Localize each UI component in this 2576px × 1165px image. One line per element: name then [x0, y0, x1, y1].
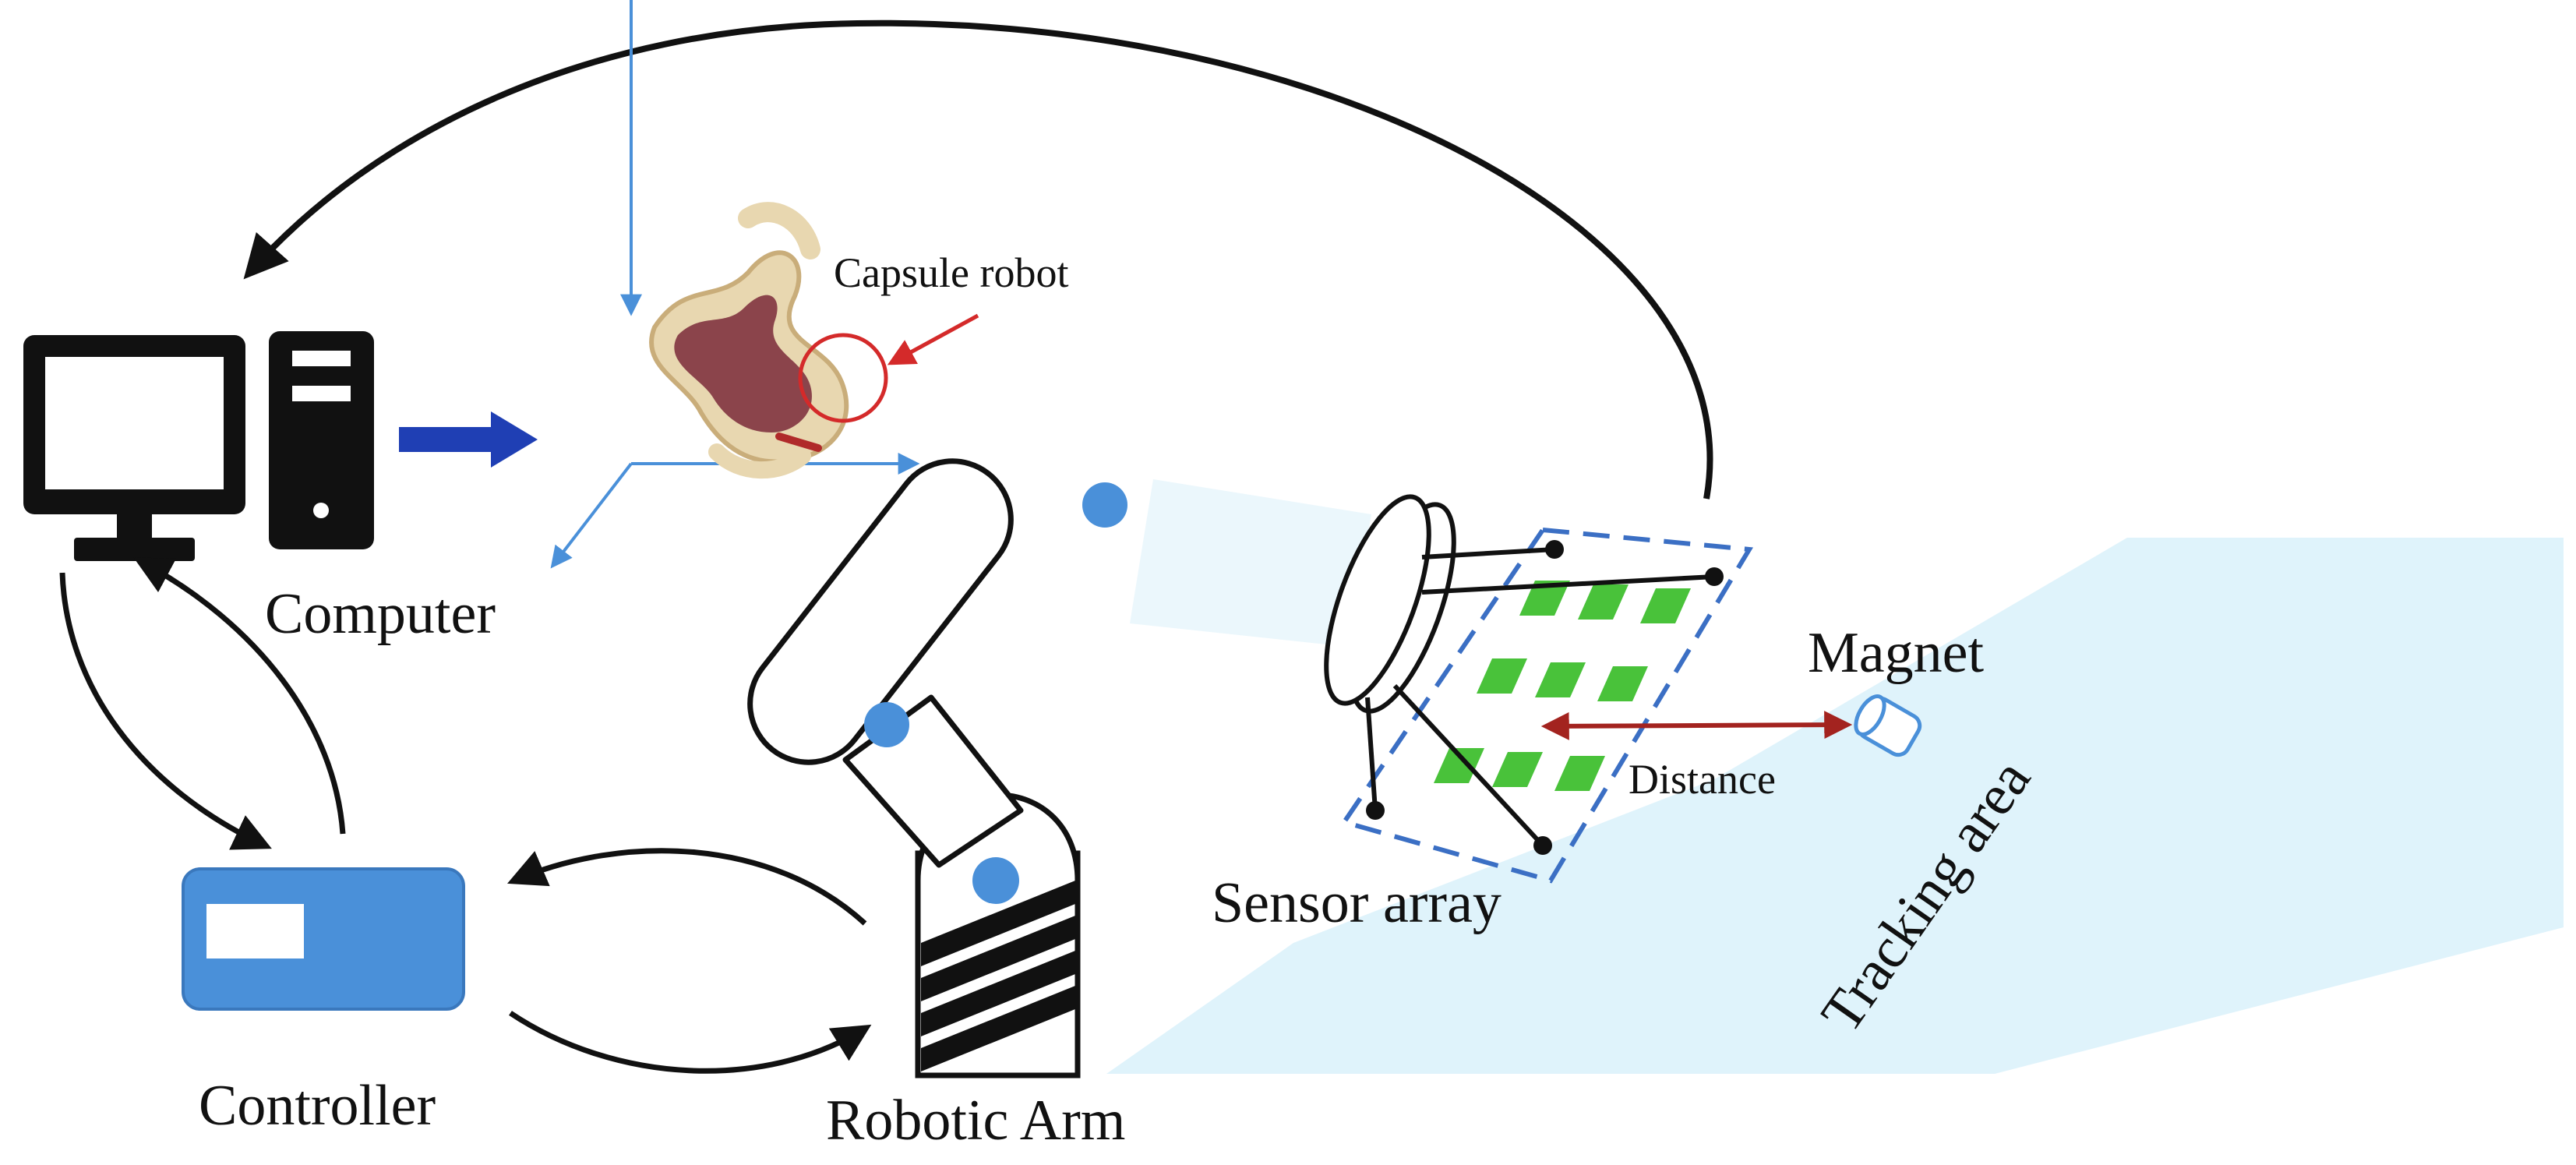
sensor-beam: [1130, 479, 1371, 647]
computer-monitor-icon: [23, 335, 245, 561]
controller-label: Controller: [199, 1074, 436, 1138]
robotic-arm-label: Robotic Arm: [826, 1089, 1125, 1153]
sensor-array-icon: [1324, 494, 1754, 884]
tracking-area-plane: [1106, 538, 2564, 1074]
controller-icon: [182, 867, 465, 1011]
sensor-array-label: Sensor array: [1212, 871, 1501, 935]
arrow-computer-to-controller: [59, 572, 272, 850]
computer-label: Computer: [265, 582, 496, 646]
arrow-controller-to-computer: [133, 557, 346, 835]
arrow-controller-to-arm: [509, 1011, 872, 1074]
distance-label: Distance: [1629, 756, 1776, 803]
intestine-model-image: [649, 202, 849, 479]
robotic-arm-icon: [747, 458, 1127, 1079]
capsule-robot-highlight: [798, 333, 888, 423]
computer-tower-icon: [269, 331, 374, 549]
feedback-arrow-sensor-to-computer: [243, 19, 1713, 500]
capsule-robot-pointer: [887, 313, 979, 365]
distance-arrow: [1540, 711, 1853, 740]
capsule-robot-label: Capsule robot: [834, 249, 1068, 296]
blue-arrow-icon: [399, 411, 538, 468]
magnet-icon: [1854, 694, 1922, 757]
arrow-arm-to-controller: [506, 848, 867, 926]
magnet-label: Magnet: [1808, 621, 1984, 685]
